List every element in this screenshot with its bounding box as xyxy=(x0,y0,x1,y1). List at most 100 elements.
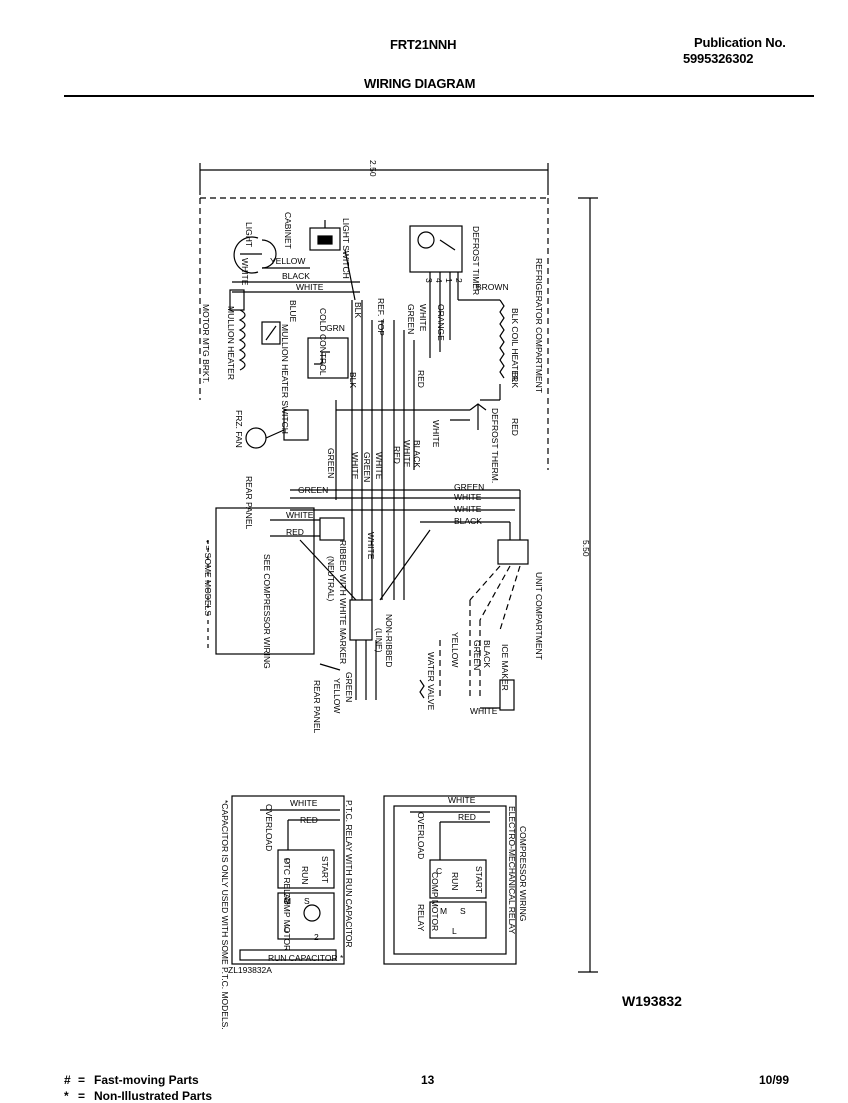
green-yellow-label: GREEN xyxy=(344,672,354,702)
publication-number: 5995326302 xyxy=(683,51,754,66)
yellow-wire-label-1: YELLOW xyxy=(270,256,305,266)
white-wire-label-12: WHITE xyxy=(470,706,498,716)
legend-fast-moving: # = Fast-moving Parts xyxy=(64,1073,199,1087)
green-wire-label-2: GREEN xyxy=(326,448,336,478)
ptc-code-label: ZL193832A xyxy=(228,965,272,975)
connector-block xyxy=(319,517,345,541)
white-wire-label-8: WHITE xyxy=(454,492,482,502)
ice-maker-label: ICE MAKER xyxy=(500,644,510,691)
ptc-c-label: C xyxy=(284,856,290,866)
red-wire-label-1: RED xyxy=(416,370,426,388)
coil-heater xyxy=(499,299,505,379)
cabinet-label: CABINET xyxy=(283,212,293,249)
green-wire-label-1: GREEN xyxy=(406,304,416,334)
neutral-label: (NEUTRAL) xyxy=(326,556,336,602)
dimension-right-label: 5.50 xyxy=(581,540,591,557)
ptc-2-label: 2 xyxy=(314,932,319,942)
yellow-wire-label-2: YELLOW xyxy=(332,678,342,713)
legend-equals-1: = xyxy=(78,1073,86,1087)
legend-fast-moving-symbol: # xyxy=(64,1073,71,1087)
ptc-relay-label: PTC RELAY xyxy=(282,858,292,905)
timer-terminal-2: 2 xyxy=(454,278,464,283)
defrost-timer-label: DEFROST TIMER xyxy=(471,226,481,295)
model-number: FRT21NNH xyxy=(390,37,457,52)
publication-date: 10/99 xyxy=(759,1073,790,1087)
drawing-number: W193832 xyxy=(622,993,682,1009)
cold-control-label: COLD CONTROL xyxy=(318,308,328,376)
blue-wire-label: BLUE xyxy=(288,300,298,323)
red-wire-label-2: RED xyxy=(510,418,520,436)
compressor-wiring-box xyxy=(215,507,315,655)
emr-box xyxy=(383,795,517,965)
green-wire-label-4: GREEN xyxy=(298,485,328,495)
emr-c-label: C xyxy=(436,866,442,876)
white-wire-label-1: WHITE xyxy=(240,258,250,286)
refrigerator-compartment-border xyxy=(199,197,549,470)
timer-terminal-4: 4 xyxy=(434,278,444,283)
power-cord-connector xyxy=(349,599,373,641)
light-label: LIGHT xyxy=(244,222,254,247)
timer-terminal-3: 3 xyxy=(424,278,434,283)
publication-label: Publication No. xyxy=(694,35,786,50)
unit-compartment-connector xyxy=(497,539,529,565)
legend-non-illustrated: * = Non-Illustrated Parts xyxy=(64,1089,212,1103)
frz-fan-label: FRZ. FAN xyxy=(234,410,244,448)
ptc-s-label: S xyxy=(304,896,310,906)
red-wire-label-3: RED xyxy=(392,446,402,464)
white-wire-label-2: WHITE xyxy=(296,282,324,292)
coil-heater-label: BLK COIL HEATER xyxy=(510,308,520,382)
white-wire-label-11: WHITE xyxy=(366,532,376,560)
legend-equals-2: = xyxy=(78,1089,86,1103)
dimension-top xyxy=(199,163,549,195)
rear-panel-label-1: REAR PANEL xyxy=(244,476,254,529)
white-wire-label-4: WHITE xyxy=(431,420,441,448)
black-wire-label-1: BLACK xyxy=(282,271,310,281)
legend-non-illustrated-symbol: * xyxy=(64,1089,69,1103)
blk-wire-label-2: BLK xyxy=(353,302,363,318)
ptc-l-label: L xyxy=(284,924,289,934)
mullion-heater-label: MULLION HEATER xyxy=(226,306,236,380)
legend-fast-moving-text: Fast-moving Parts xyxy=(94,1073,199,1087)
white-wire-label-5: WHITE xyxy=(350,452,360,480)
motor-mtg-brkt-label: MOTOR MTG BRKT. xyxy=(201,304,211,383)
emr-m-label: M xyxy=(440,906,447,916)
green-wire-label-3: GREEN xyxy=(362,452,372,482)
light-switch xyxy=(309,220,341,251)
cold-control xyxy=(307,337,349,379)
ptc-m-label: M xyxy=(284,896,291,906)
grn-wire-label: GRN xyxy=(326,323,345,333)
emr-red-label: RED xyxy=(458,812,476,822)
power-cord xyxy=(319,640,377,700)
ptc-relay-box xyxy=(231,795,345,965)
dimension-top-label: 2.50 xyxy=(368,160,378,177)
white-wire-label-6: WHITE xyxy=(374,452,384,480)
emr-overload-label: OVERLOAD xyxy=(416,812,426,859)
page-number: 13 xyxy=(421,1073,435,1087)
header-rule xyxy=(64,95,814,97)
emr-relay-label: RELAY xyxy=(416,904,426,932)
water-valve xyxy=(419,679,425,699)
see-compressor-wiring-label: SEE COMPRESSOR WIRING xyxy=(262,554,272,669)
ptc-run-label: RUN xyxy=(300,866,310,884)
light-switch-label: LIGHT SWITCH xyxy=(341,218,351,279)
ptc-white-label: WHITE xyxy=(290,798,318,808)
emr-start-label: START xyxy=(474,866,484,893)
unit-compartment-label: UNIT COMPARTMENT xyxy=(534,572,544,660)
black-wire-label-3: BLACK xyxy=(454,516,482,526)
legend-non-illustrated-text: Non-Illustrated Parts xyxy=(94,1089,213,1103)
ptc-start-label: START xyxy=(320,856,330,883)
rear-panel-label-2: REAR PANEL xyxy=(312,680,322,733)
yellow-wire-label-3: YELLOW xyxy=(450,632,460,667)
mullion-heater-switch-label: MULLION HEATER SWITCH xyxy=(280,324,290,434)
white-wire-label-9: WHITE xyxy=(454,504,482,514)
brown-wire-label: BROWN xyxy=(476,282,509,292)
page-title: WIRING DIAGRAM xyxy=(364,76,476,91)
water-valve-label: WATER VALVE xyxy=(426,652,436,711)
green-wire-label-5: GREEN xyxy=(454,482,484,492)
freezer-fan-motor xyxy=(245,409,309,449)
ptc-heading-2: *CAPACITOR IS ONLY USED WITH SOME P.T.C.… xyxy=(220,800,230,1030)
ice-maker-connector xyxy=(480,679,515,711)
mullion-heater-switch xyxy=(261,321,281,345)
red-wire-label-4: RED xyxy=(286,527,304,537)
defrost-timer xyxy=(409,225,463,358)
